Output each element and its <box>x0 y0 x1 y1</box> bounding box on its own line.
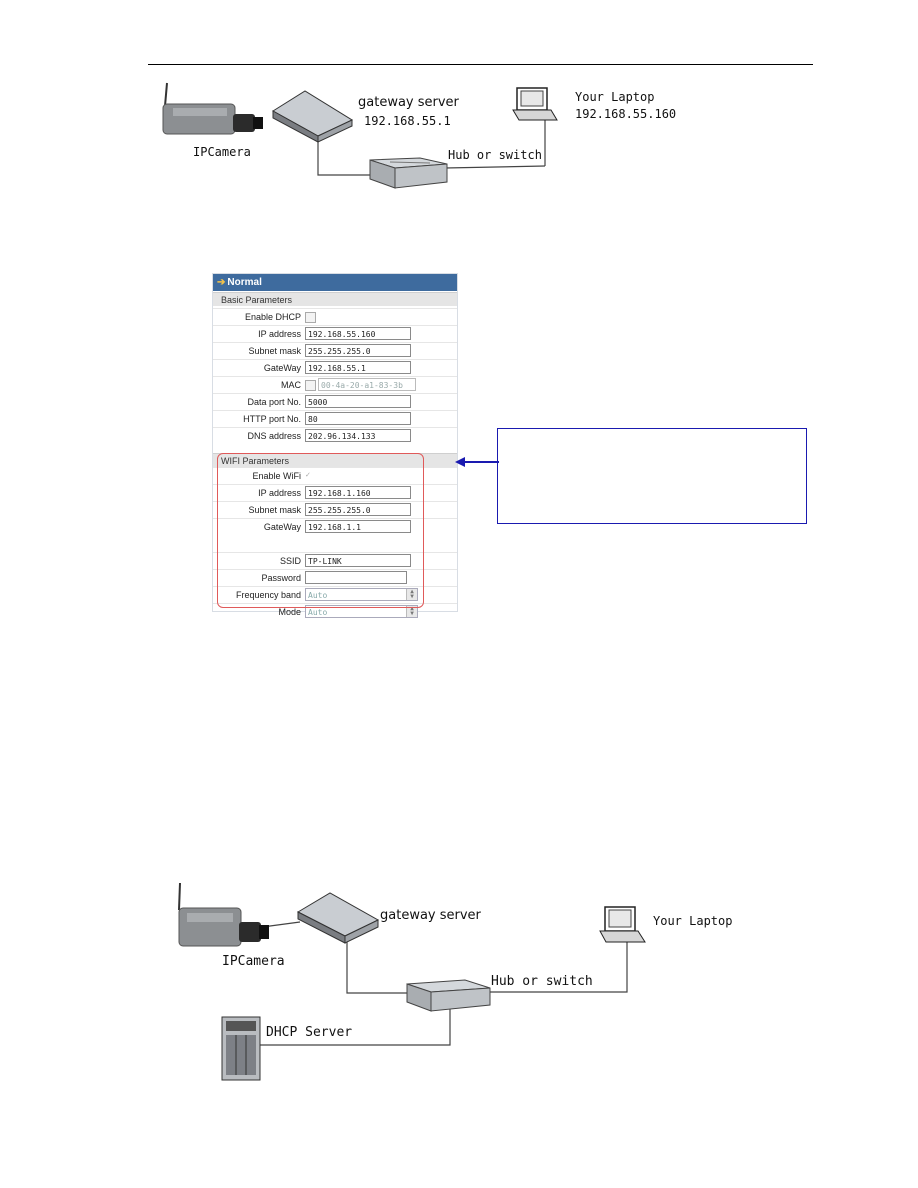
laptop-ip-label: 192.168.55.160 <box>575 107 677 121</box>
network-settings-panel: ➔Normal Basic Parameters Enable DHCP IP a… <box>212 273 458 618</box>
basic-row-dns-address: DNS address 202.96.134.133 <box>213 427 457 445</box>
ipcamera-label-2: IPCamera <box>222 954 285 969</box>
basic-field-ip-address[interactable]: 192.168.55.160 <box>305 327 411 340</box>
wifi-checkbox-enable-wifi[interactable]: ✓ <box>305 472 311 479</box>
basic-row-subnet-mask: Subnet mask 255.255.255.0 <box>213 342 457 360</box>
gateway-server-label: gateway server <box>358 95 459 110</box>
laptop-label: Your Laptop <box>575 90 655 104</box>
hub-switch-label: Hub or switch <box>448 148 542 162</box>
spinner-arrows-icon[interactable]: ▲▼ <box>406 606 417 617</box>
basic-label-mac: MAC <box>281 380 301 390</box>
basic-field-subnet-mask[interactable]: 255.255.255.0 <box>305 344 411 357</box>
wifi-label-frequency-band: Frequency band <box>235 590 301 600</box>
basic-label-ip-address: IP address <box>258 329 301 339</box>
basic-field-http-port-no[interactable]: 80 <box>305 412 411 425</box>
wifi-row-frequency-band: Frequency band Auto ▲▼ <box>213 586 457 604</box>
hub-switch-icon <box>369 157 448 189</box>
wifi-row-mode: Mode Auto ▲▼ <box>213 603 457 621</box>
basic-label-gateway: GateWay <box>263 363 301 373</box>
wifi-select-value-mode: Auto <box>308 608 328 617</box>
wifi-field-gateway[interactable]: 192.168.1.1 <box>305 520 411 533</box>
header-rule <box>148 64 813 65</box>
basic-field-data-port-no[interactable]: 5000 <box>305 395 411 408</box>
spinner-arrows-icon[interactable]: ▲▼ <box>406 589 417 600</box>
basic-field-gateway[interactable]: 192.168.55.1 <box>305 361 411 374</box>
wifi-row-ssid: SSID TP-LINK <box>213 552 457 570</box>
mac-checkbox[interactable] <box>305 380 316 391</box>
panel-header: ➔Normal <box>213 274 457 291</box>
dhcp-server-icon <box>221 1016 261 1081</box>
gateway-server-icon <box>272 90 354 143</box>
callout-arrow <box>455 457 499 467</box>
ip-camera-icon <box>162 82 263 135</box>
ipcamera-label: IPCamera <box>193 145 251 159</box>
basic-row-enable-dhcp: Enable DHCP <box>213 308 457 326</box>
callout-box <box>497 428 807 524</box>
wifi-row-password: Password <box>213 569 457 587</box>
wifi-highlight-box <box>217 453 424 608</box>
basic-checkbox-enable-dhcp[interactable] <box>305 312 316 323</box>
gateway-server-label-2: gateway server <box>380 908 481 923</box>
mac-field[interactable]: 00-4a-20-a1-83-3b <box>318 378 416 391</box>
basic-label-dns-address: DNS address <box>247 431 301 441</box>
hub-switch-icon-2 <box>406 979 491 1012</box>
laptop-icon-2 <box>599 906 646 943</box>
basic-row-data-port-no: Data port No. 5000 <box>213 393 457 411</box>
laptop-icon <box>512 87 558 121</box>
wifi-select-frequency-band[interactable]: Auto ▲▼ <box>305 588 418 601</box>
wifi-label-ip-address: IP address <box>258 488 301 498</box>
wifi-field-ssid[interactable]: TP-LINK <box>305 554 411 567</box>
network-diagram-2: IPCamera gateway server Your Laptop Hub … <box>175 880 733 1085</box>
wifi-select-mode[interactable]: Auto ▲▼ <box>305 605 418 618</box>
wifi-field-subnet-mask[interactable]: 255.255.255.0 <box>305 503 411 516</box>
wifi-label-password: Password <box>261 573 301 583</box>
basic-parameters-section: Basic Parameters <box>213 292 457 306</box>
wifi-row-subnet-mask: Subnet mask 255.255.255.0 <box>213 501 457 519</box>
wifi-row-gateway: GateWay 192.168.1.1 <box>213 518 457 536</box>
network-diagram-1-graphics <box>162 82 558 189</box>
basic-row-http-port-no: HTTP port No. 80 <box>213 410 457 428</box>
basic-row-ip-address: IP address 192.168.55.160 <box>213 325 457 343</box>
wifi-label-mode: Mode <box>278 607 301 617</box>
basic-label-http-port-no: HTTP port No. <box>243 414 301 424</box>
wifi-select-value-frequency-band: Auto <box>308 591 328 600</box>
wifi-label-ssid: SSID <box>279 556 301 566</box>
wifi-row-enable-wifi: Enable WiFi ✓ <box>213 467 457 485</box>
panel-title: Normal <box>227 277 262 288</box>
dhcp-server-label: DHCP Server <box>266 1025 353 1040</box>
wifi-label-gateway: GateWay <box>263 522 301 532</box>
basic-label-subnet-mask: Subnet mask <box>248 346 301 356</box>
wifi-field-password[interactable] <box>305 571 407 584</box>
laptop-label-2: Your Laptop <box>653 914 733 928</box>
basic-row-mac: MAC 00-4a-20-a1-83-3b <box>213 376 457 394</box>
arrow-right-icon: ➔ <box>217 277 226 288</box>
network-diagram-2-graphics <box>178 882 646 1081</box>
wifi-label-subnet-mask: Subnet mask <box>248 505 301 515</box>
ip-camera-icon-2 <box>178 882 269 947</box>
hub-switch-label-2: Hub or switch <box>491 974 593 989</box>
wifi-label-enable-wifi: Enable WiFi <box>252 471 301 481</box>
gateway-ip-label: 192.168.55.1 <box>364 114 451 128</box>
basic-label-data-port-no: Data port No. <box>247 397 301 407</box>
wifi-field-ip-address[interactable]: 192.168.1.160 <box>305 486 411 499</box>
basic-label-enable-dhcp: Enable DHCP <box>244 312 301 322</box>
basic-field-dns-address[interactable]: 202.96.134.133 <box>305 429 411 442</box>
basic-row-gateway: GateWay 192.168.55.1 <box>213 359 457 377</box>
network-diagram-1: IPCamera gateway server 192.168.55.1 You… <box>155 78 677 193</box>
gateway-server-icon-2 <box>296 892 380 944</box>
wifi-row-ip-address: IP address 192.168.1.160 <box>213 484 457 502</box>
